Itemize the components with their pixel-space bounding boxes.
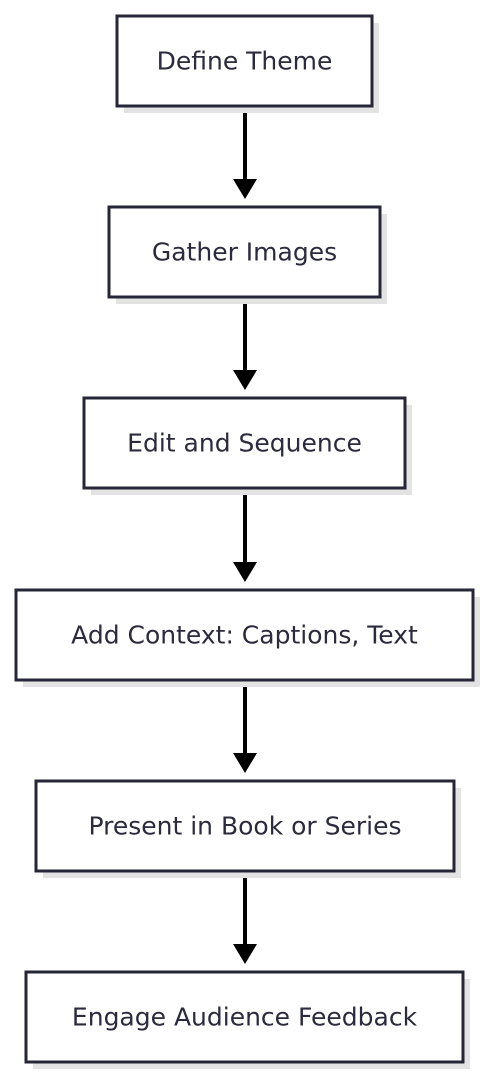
node-box xyxy=(24,970,465,1064)
node-add-context: Add Context: Captions, Text xyxy=(14,588,480,687)
node-box xyxy=(34,779,456,873)
node-define-theme: Define Theme xyxy=(115,14,379,113)
arrowhead-icon xyxy=(233,562,257,582)
arrowhead-icon xyxy=(233,179,257,199)
node-box xyxy=(14,588,475,682)
node-label: Present in Book or Series xyxy=(88,812,401,841)
node-label: Gather Images xyxy=(152,238,337,267)
node-label: Edit and Sequence xyxy=(127,429,362,458)
node-box xyxy=(107,205,382,299)
node-present: Present in Book or Series xyxy=(34,779,461,878)
node-engage-feedback: Engage Audience Feedback xyxy=(24,970,470,1069)
node-gather-images: Gather Images xyxy=(107,205,387,304)
edge-arrow xyxy=(233,681,257,773)
node-box xyxy=(115,14,374,108)
node-label: Engage Audience Feedback xyxy=(72,1003,418,1032)
edge-arrow xyxy=(233,872,257,964)
node-label: Add Context: Captions, Text xyxy=(71,621,418,650)
node-edit-and-sequence: Edit and Sequence xyxy=(82,396,412,495)
node-box xyxy=(82,396,407,490)
edge-arrow xyxy=(233,489,257,582)
arrowhead-icon xyxy=(233,753,257,773)
flowchart-edges xyxy=(233,107,257,964)
edge-arrow xyxy=(233,298,257,390)
arrowhead-icon xyxy=(233,944,257,964)
node-label: Define Theme xyxy=(157,47,333,76)
edge-arrow xyxy=(233,107,257,199)
arrowhead-icon xyxy=(233,370,257,390)
